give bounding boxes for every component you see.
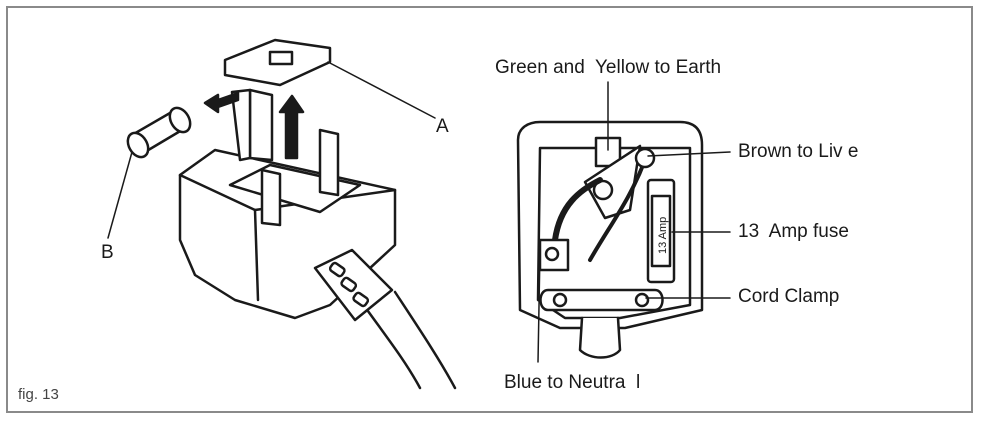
cable	[358, 298, 422, 390]
plug-closed-illustration	[126, 38, 457, 390]
loose-fuse	[126, 106, 192, 159]
cord-clamp	[539, 288, 664, 312]
pin-left	[260, 168, 282, 227]
label-fuse: 13 Amp fuse	[738, 221, 849, 242]
label-earth: Green and Yellow to Earth	[495, 57, 722, 78]
figure-caption: fig. 13	[18, 386, 59, 403]
label-live: Brown to Liv e	[738, 141, 859, 162]
label-neutral: Blue to Neutra l	[504, 372, 641, 393]
plug-open-illustration	[516, 120, 704, 359]
label-clamp: Cord Clamp	[738, 286, 840, 307]
pin-right	[318, 128, 340, 197]
pin-earth	[248, 88, 274, 162]
label-a: A	[436, 116, 449, 137]
arrow-icon	[278, 94, 305, 160]
figure-frame	[6, 6, 973, 413]
live-terminal	[634, 147, 656, 169]
label-b: B	[101, 242, 114, 263]
fuse-marking: 13 Amp	[657, 217, 669, 254]
